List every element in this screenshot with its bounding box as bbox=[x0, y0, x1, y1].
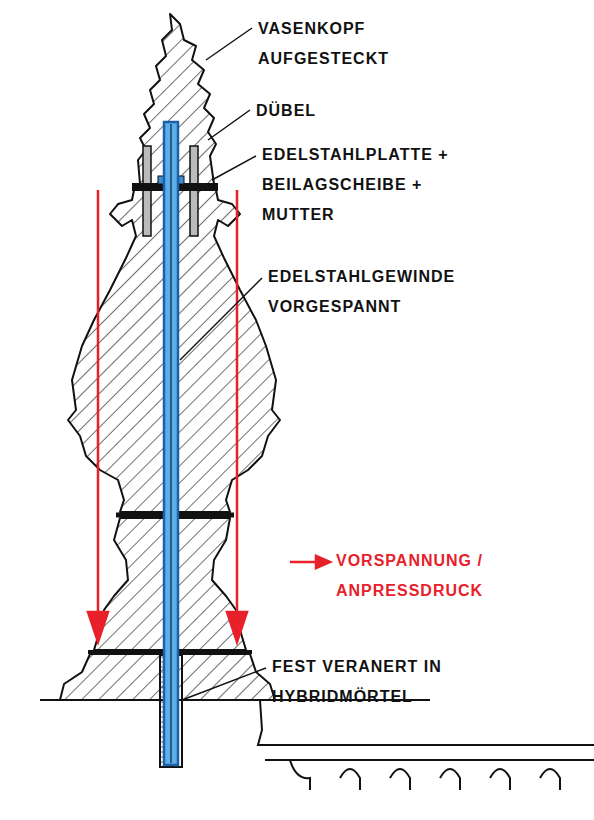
rod-axis bbox=[170, 124, 172, 763]
part-label: VASENKOPF AUFGESTECKT bbox=[258, 14, 468, 74]
cornice bbox=[40, 700, 594, 790]
threaded-rod bbox=[164, 122, 178, 765]
part-label: FEST VERANERT IN HYBRIDMÖRTEL bbox=[272, 652, 522, 712]
force-label: VORSPANNUNG / ANPRESSDRUCK bbox=[336, 546, 536, 606]
prestress-arrow bbox=[88, 190, 330, 642]
part-label: EDELSTAHLPLATTE + BEILAGSCHEIBE + MUTTER bbox=[262, 140, 452, 230]
part-label: DÜBEL bbox=[256, 96, 376, 126]
leader-line bbox=[180, 28, 266, 700]
part-label: EDELSTAHLGEWINDE VORGESPANNT bbox=[268, 262, 508, 322]
